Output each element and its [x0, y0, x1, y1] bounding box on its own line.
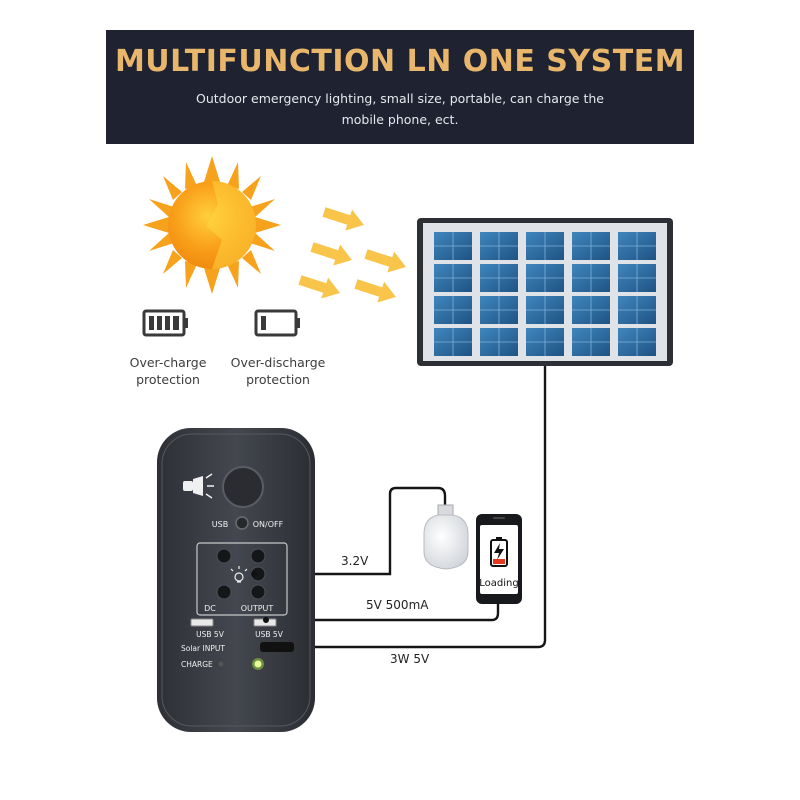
usb-port-label-left: USB 5V [196, 630, 225, 639]
over-charge-line-1: Over-charge [129, 355, 207, 370]
low-battery-icon [254, 309, 300, 337]
solar-panel [417, 218, 673, 366]
phone-screen-text: Loading [479, 578, 518, 589]
charge-led [254, 660, 262, 668]
phone-output-label: 5V 500mA [366, 598, 429, 612]
onoff-label: ON/OFF [253, 520, 284, 529]
over-charge-line-2: protection [136, 372, 200, 387]
usb-onoff-button[interactable] [235, 516, 249, 530]
flashlight-icon [183, 473, 214, 499]
banner-title: MULTIFUNCTION LN ONE SYSTEM [114, 44, 686, 79]
output-label: OUTPUT [241, 604, 274, 613]
sun-icon [143, 156, 281, 294]
charge-dot [218, 661, 224, 667]
over-discharge-label: Over-discharge protection [220, 354, 336, 388]
dc-output-port[interactable] [216, 584, 232, 600]
banner-subtitle-line-1: Outdoor emergency lighting, small size, … [196, 91, 604, 106]
mobile-phone: Loading [476, 514, 522, 604]
full-battery-icon [142, 309, 188, 337]
banner-subtitle: Outdoor emergency lighting, small size, … [170, 88, 630, 130]
dc-label: DC [204, 604, 216, 613]
main-power-button[interactable] [222, 466, 264, 508]
power-station: USB ON/OFF DC OUTPUT USB 5V USB 5V Solar… [157, 428, 315, 732]
wires [254, 366, 547, 649]
output-panel [196, 542, 288, 616]
bulb-voltage-label: 3.2V [341, 554, 369, 568]
bulb-icon [230, 566, 248, 583]
dc-output-port[interactable] [250, 584, 266, 600]
phone-plug [263, 617, 269, 623]
over-charge-label: Over-charge protection [116, 354, 220, 388]
usb-label: USB [212, 520, 228, 529]
over-discharge-line-1: Over-discharge [230, 355, 326, 370]
charging-battery-icon [490, 537, 508, 567]
over-discharge-line-2: protection [246, 372, 310, 387]
sunlight-arrows [298, 207, 406, 303]
solar-input-port[interactable] [260, 642, 294, 652]
charge-label: CHARGE [181, 660, 213, 669]
dc-output-port[interactable] [216, 548, 232, 564]
solar-input-label: Solar INPUT [181, 644, 225, 653]
header-banner [106, 30, 694, 144]
usb-port-left[interactable] [190, 618, 214, 627]
usb-port-label-right: USB 5V [255, 630, 284, 639]
solar-rating-label: 3W 5V [390, 652, 430, 666]
light-bulb [423, 504, 469, 570]
dc-output-port[interactable] [250, 548, 266, 564]
bulb-plug [251, 571, 257, 577]
banner-subtitle-line-2: mobile phone, ect. [341, 112, 459, 127]
